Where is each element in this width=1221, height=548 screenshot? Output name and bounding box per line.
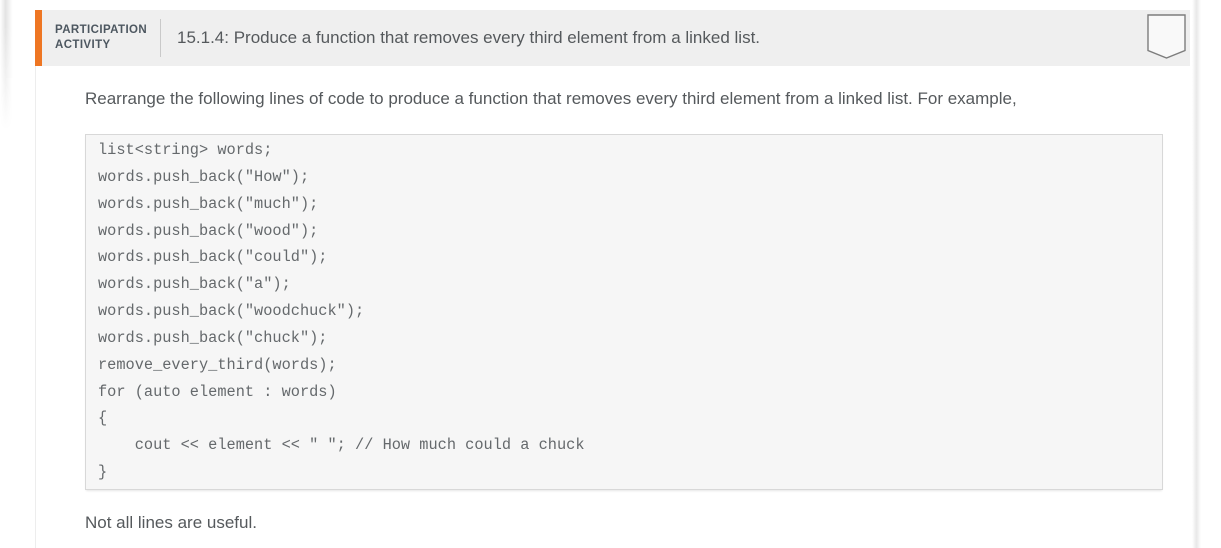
- activity-header: PARTICIPATION ACTIVITY 15.1.4: Produce a…: [35, 10, 1190, 66]
- code-line: words.push_back("chuck");: [98, 328, 328, 347]
- activity-type-label-line2: ACTIVITY: [55, 39, 111, 51]
- code-line: words.push_back("much");: [98, 194, 319, 213]
- page-edge-shadow-left: [0, 0, 16, 130]
- code-line: words.push_back("How");: [98, 167, 310, 186]
- accent-bar: [35, 10, 42, 66]
- example-code-block: list<string> words; words.push_back("How"…: [85, 134, 1163, 490]
- code-line: words.push_back("wood");: [98, 221, 319, 240]
- code-line: {: [98, 409, 108, 428]
- footnote-text: Not all lines are useful.: [85, 513, 257, 532]
- code-line: words.push_back("woodchuck");: [98, 302, 365, 321]
- code-line: words.push_back("a");: [98, 275, 291, 294]
- activity-title: 15.1.4: Produce a function that removes …: [177, 28, 761, 47]
- code-line: cout << element << " "; // How much coul…: [98, 436, 585, 455]
- code-line: list<string> words;: [98, 141, 273, 159]
- code-line: words.push_back("could");: [98, 248, 328, 267]
- activity-type-label: PARTICIPATION ACTIVITY: [55, 23, 147, 53]
- header-divider: [160, 19, 161, 57]
- bookmark-icon[interactable]: [1147, 14, 1186, 60]
- code-line: }: [98, 463, 108, 482]
- page-edge-shadow-right: [1192, 0, 1201, 548]
- instructions-text: Rearrange the following lines of code to…: [85, 89, 1017, 108]
- code-line: for (auto element : words): [98, 382, 337, 401]
- activity-type-label-line1: PARTICIPATION: [55, 24, 148, 36]
- card-left-border: [35, 66, 36, 548]
- code-line: remove_every_third(words);: [98, 355, 337, 374]
- code-lines: list<string> words; words.push_back("How"…: [98, 137, 1162, 486]
